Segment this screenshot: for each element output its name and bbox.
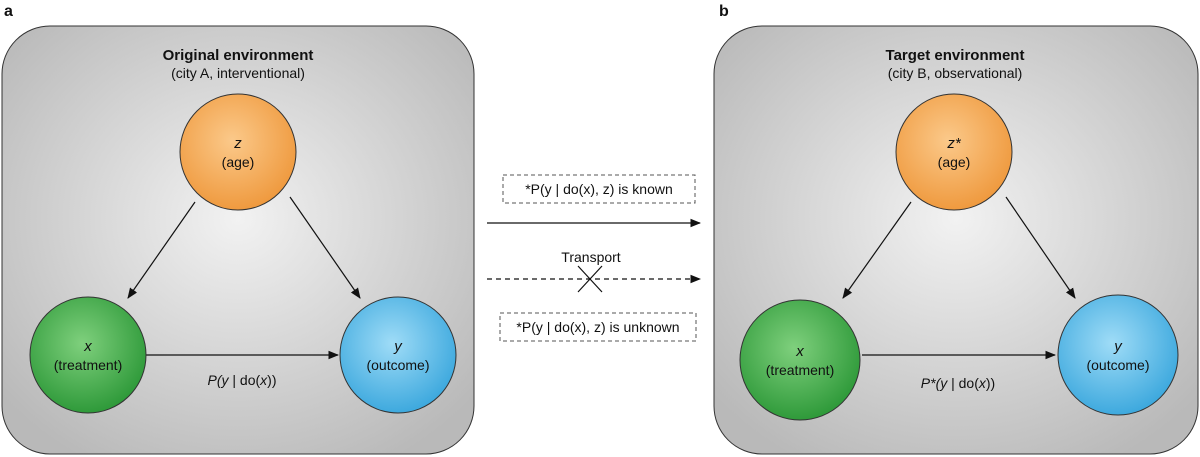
unknown-box-text: *P(y | do(x), z) is unknown <box>516 319 679 335</box>
panel-a-node-x-var: x <box>83 338 92 355</box>
panel-b-edge-label: P*(y | do(x)) <box>921 375 995 391</box>
panel-b-title: Target environment <box>886 47 1025 64</box>
panel-b-node-z: z* (age) <box>895 93 1013 211</box>
panel-a-subtitle: (city A, interventional) <box>171 65 305 81</box>
panel-a-node-x-label: (treatment) <box>54 357 122 373</box>
panel-a-title: Original environment <box>163 47 314 64</box>
panel-a-edge-z-to-x <box>127 201 196 299</box>
panel-a-node-y-var: y <box>393 338 403 355</box>
transport-label: Transport <box>561 249 621 265</box>
panel-b-node-y: y (outcome) <box>1057 294 1179 416</box>
panel-b-node-x-var: x <box>795 343 804 360</box>
panel-a-node-x: x (treatment) <box>29 296 147 414</box>
panel-a-edge-z-to-y <box>289 196 361 299</box>
panel-b-node-y-var: y <box>1113 338 1123 355</box>
panel-b-node-x-label: (treatment) <box>766 362 834 378</box>
panel-b-node-x: x (treatment) <box>739 299 861 421</box>
panel-b-edge-z-to-x <box>842 201 912 299</box>
panel-a-node-z-label: (age) <box>222 154 255 170</box>
panel-b-edge-z-to-y <box>1005 196 1076 299</box>
known-box <box>502 174 696 204</box>
panel-b-node-y-label: (outcome) <box>1086 357 1149 373</box>
panel-a-edge-label: P(y | do(x)) <box>208 372 277 388</box>
blocked-cross-icon <box>577 265 603 293</box>
panel-b-node-z-var: z* <box>946 135 962 152</box>
panel-a-letter: a <box>4 3 13 20</box>
panel-b-subtitle: (city B, observational) <box>888 65 1023 81</box>
panel-a-node-y: y (outcome) <box>339 296 457 414</box>
panel-a-node-z: z (age) <box>179 93 297 211</box>
panel-a-node-z-var: z <box>233 135 242 152</box>
panel-b-letter: b <box>719 3 729 20</box>
panel-a-node-y-label: (outcome) <box>366 357 429 373</box>
unknown-box <box>499 312 697 342</box>
known-box-text: *P(y | do(x), z) is known <box>525 181 673 197</box>
panel-b-node-z-label: (age) <box>938 154 971 170</box>
